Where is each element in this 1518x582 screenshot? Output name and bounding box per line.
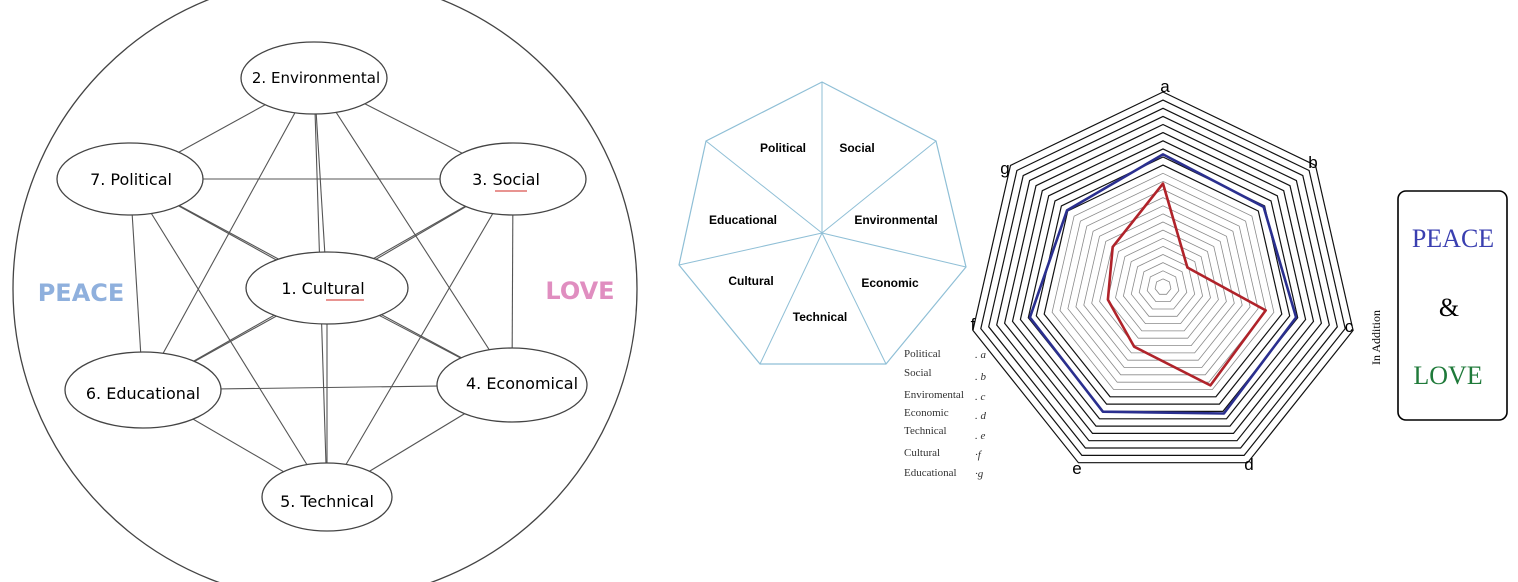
radar-ring bbox=[980, 99, 1346, 456]
segment-environmental: Environmental bbox=[854, 213, 937, 227]
radar-ring bbox=[1027, 148, 1299, 412]
radar-series bbox=[1028, 153, 1298, 415]
axis-label-g: g bbox=[1000, 159, 1009, 178]
radar-ring bbox=[1075, 197, 1251, 368]
radar-ring bbox=[1067, 189, 1259, 376]
peace-love-frame bbox=[1397, 190, 1508, 421]
legend-letter: ·g bbox=[975, 468, 984, 480]
radar-ring bbox=[1130, 254, 1196, 317]
legend-label: Educational bbox=[904, 467, 957, 479]
axis-label-c: c bbox=[1345, 317, 1354, 336]
radar-ring bbox=[1051, 172, 1275, 390]
radar-ring bbox=[1019, 140, 1307, 420]
box-peace: PEACE bbox=[1412, 224, 1494, 253]
segment-educational: Educational bbox=[709, 213, 777, 227]
legend-label: Social bbox=[904, 367, 932, 379]
segment-political: Political bbox=[760, 141, 806, 155]
node-social bbox=[439, 142, 587, 216]
in-addition-label: In Addition bbox=[1369, 310, 1383, 365]
love-word: LOVE bbox=[545, 277, 614, 305]
radar-ring bbox=[988, 107, 1338, 449]
spoke bbox=[759, 232, 823, 365]
legend-letter: . a bbox=[975, 349, 987, 361]
axis-label-d: d bbox=[1244, 455, 1253, 474]
radar-ring bbox=[1091, 213, 1235, 354]
node-political bbox=[56, 142, 204, 216]
radar-ring bbox=[1083, 205, 1243, 361]
peace-love-box: PEACE & LOVE bbox=[1397, 190, 1508, 421]
network-edge bbox=[129, 178, 328, 498]
radar-ring bbox=[1003, 123, 1323, 434]
radar-ring bbox=[1107, 229, 1219, 339]
radar-ring bbox=[972, 91, 1354, 464]
legend: Political . a Social . b Enviromental . … bbox=[904, 348, 987, 480]
node-cultural bbox=[245, 251, 409, 325]
node-economical-label: 4. Economical bbox=[466, 374, 578, 393]
node-political-label: 7. Political bbox=[90, 170, 172, 189]
legend-letter: . e bbox=[975, 430, 986, 442]
network-diagram: 1. Cultural 2. Environmental 3. Social 4… bbox=[12, 0, 638, 582]
axis-label-f: f bbox=[971, 315, 976, 334]
network-edge bbox=[142, 77, 315, 391]
radar-ring bbox=[1154, 278, 1172, 295]
node-technical bbox=[261, 462, 393, 532]
node-technical-label: 5. Technical bbox=[280, 492, 374, 511]
legend-letter: ·f bbox=[975, 449, 983, 461]
legend-label: Cultural bbox=[904, 447, 940, 459]
radar-ring bbox=[1099, 221, 1227, 347]
legend-letter: . d bbox=[975, 410, 987, 422]
segment-cultural: Cultural bbox=[728, 274, 773, 288]
segment-technical: Technical bbox=[793, 310, 847, 324]
spoke bbox=[821, 232, 967, 268]
node-cultural-label: 1. Cultural bbox=[281, 279, 364, 298]
box-love: LOVE bbox=[1413, 361, 1482, 390]
spoke bbox=[821, 232, 887, 365]
radar-ring bbox=[1043, 164, 1283, 398]
radar-ring bbox=[1146, 270, 1180, 303]
axis-label-e: e bbox=[1072, 459, 1081, 478]
radar-series-1 bbox=[1028, 153, 1298, 415]
radar-ring bbox=[1115, 237, 1211, 332]
legend-label: Enviromental bbox=[904, 389, 964, 401]
radar-ring bbox=[1059, 180, 1267, 383]
node-environmental bbox=[240, 41, 388, 115]
heptagon-outline bbox=[678, 81, 967, 365]
legend-label: Political bbox=[904, 348, 941, 360]
spoke bbox=[821, 140, 937, 234]
radar-ring bbox=[1138, 262, 1188, 310]
segment-economic: Economic bbox=[861, 276, 919, 290]
legend-letter: . b bbox=[975, 371, 987, 383]
segment-social: Social bbox=[839, 141, 874, 155]
legend-label: Technical bbox=[904, 425, 947, 437]
legend-letter: . c bbox=[975, 391, 986, 403]
node-educational-label: 6. Educational bbox=[86, 384, 200, 403]
radar-ring bbox=[1122, 245, 1204, 325]
peace-word: PEACE bbox=[38, 279, 125, 307]
axis-label-b: b bbox=[1308, 153, 1317, 172]
axis-label-a: a bbox=[1160, 77, 1170, 96]
spoke bbox=[678, 232, 823, 266]
heptagon-diagram: Political Social Environmental Economic … bbox=[678, 81, 967, 365]
node-economical bbox=[436, 347, 588, 423]
network-edge bbox=[326, 178, 514, 498]
outer-circle bbox=[12, 0, 638, 582]
radar-ring bbox=[1011, 131, 1315, 427]
radar-series-2 bbox=[1106, 182, 1267, 387]
radar-rings bbox=[972, 91, 1354, 464]
heptagon-spokes bbox=[678, 82, 967, 365]
spoke bbox=[705, 140, 823, 234]
box-ampersand: & bbox=[1439, 293, 1459, 322]
node-social-label: 3. Social bbox=[472, 170, 540, 189]
legend-label: Economic bbox=[904, 407, 949, 419]
node-environmental-label: 2. Environmental bbox=[252, 69, 380, 87]
node-educational bbox=[64, 351, 222, 429]
radar-ring bbox=[996, 115, 1330, 442]
radar-chart: a b c d e f g bbox=[971, 77, 1354, 478]
network-edge bbox=[313, 77, 513, 386]
